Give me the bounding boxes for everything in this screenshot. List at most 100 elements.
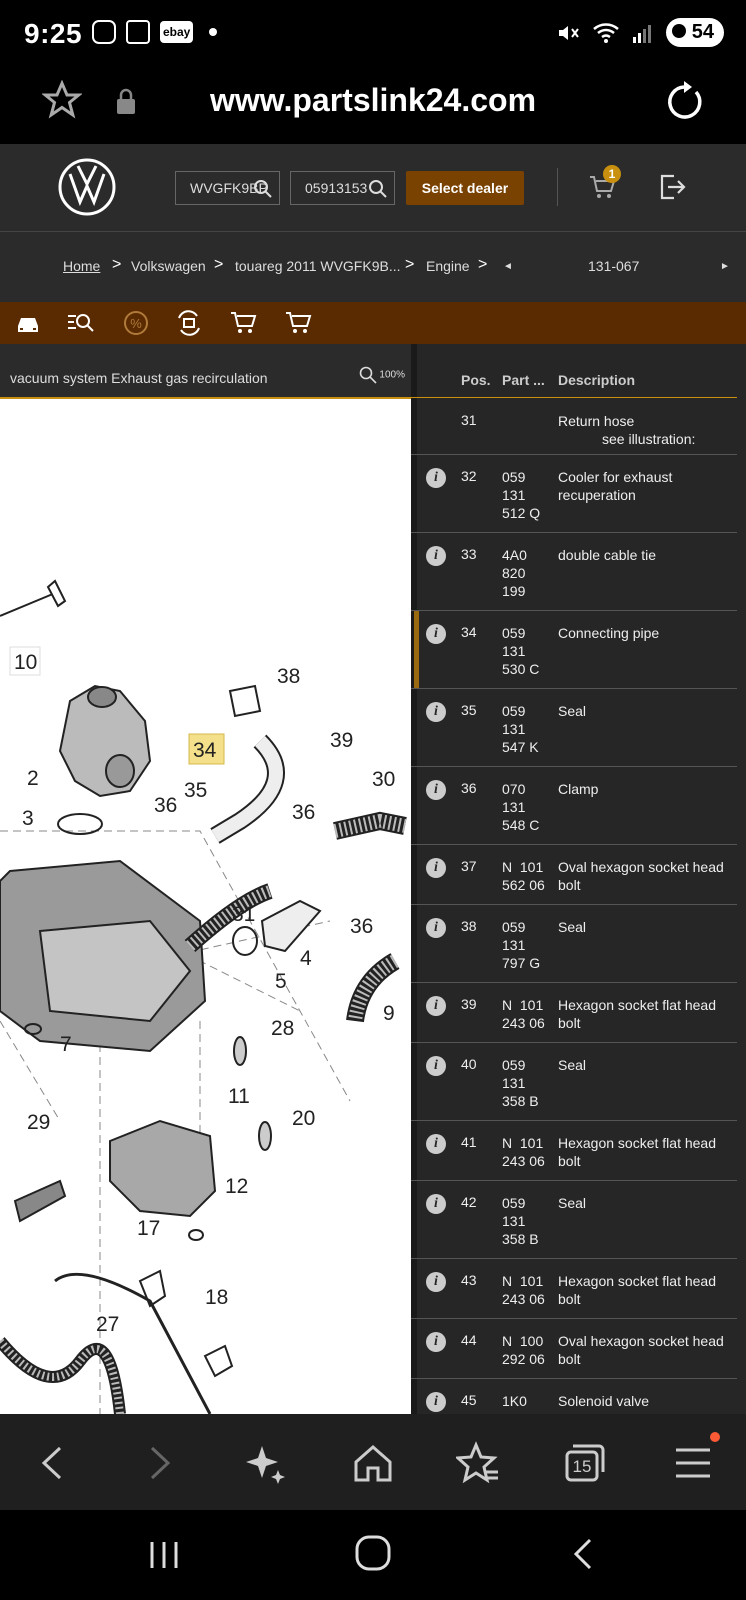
info-icon[interactable]: i <box>426 1332 446 1352</box>
callout-label[interactable]: 36 <box>292 801 315 824</box>
callout-label[interactable]: 36 <box>154 794 177 817</box>
bookmarks-icon[interactable] <box>456 1440 502 1486</box>
info-icon[interactable]: i <box>426 624 446 644</box>
column-part[interactable]: Part ... <box>502 372 545 388</box>
next-group-arrow-icon[interactable]: ► <box>720 261 730 272</box>
menu-icon[interactable] <box>670 1440 716 1486</box>
callout-label[interactable]: 17 <box>137 1217 160 1240</box>
parts-exchange-icon[interactable] <box>175 310 203 336</box>
callout-label[interactable]: 39 <box>330 729 353 752</box>
zoom-control[interactable]: 100% <box>359 366 405 384</box>
callout-label[interactable]: 27 <box>96 1313 119 1336</box>
row-part-number[interactable]: N 101 243 06 <box>502 1135 545 1169</box>
breadcrumb-volkswagen[interactable]: Volkswagen <box>131 258 206 274</box>
row-part-number[interactable]: 059 131 358 B <box>502 1195 539 1247</box>
vw-logo-icon[interactable] <box>58 158 116 216</box>
info-icon[interactable]: i <box>426 468 446 488</box>
search-icon[interactable] <box>253 179 273 199</box>
callout-label[interactable]: 18 <box>205 1286 228 1309</box>
callout-label[interactable]: 34 <box>193 739 217 762</box>
column-pos[interactable]: Pos. <box>461 372 491 388</box>
logout-icon[interactable] <box>658 172 686 202</box>
callout-label[interactable]: 20 <box>292 1107 315 1130</box>
car-icon[interactable] <box>14 310 42 336</box>
info-icon[interactable]: i <box>426 918 446 938</box>
info-icon[interactable]: i <box>426 1134 446 1154</box>
row-part-number[interactable]: N 101 562 06 <box>502 859 545 893</box>
row-part-number[interactable]: 1K0 <box>502 1393 527 1409</box>
row-part-number[interactable]: N 100 292 06 <box>502 1333 545 1367</box>
info-icon[interactable]: i <box>426 546 446 566</box>
callout-label[interactable]: 28 <box>271 1017 294 1040</box>
percent-icon[interactable]: % <box>122 310 150 336</box>
system-back-icon[interactable] <box>568 1536 598 1572</box>
row-part-number[interactable]: 059 131 797 G <box>502 919 541 971</box>
callout-label[interactable]: 35 <box>184 779 207 802</box>
url-text[interactable]: www.partslink24.com <box>209 82 537 118</box>
row-description-note[interactable]: see illustration: <box>602 431 696 447</box>
callout-label[interactable]: 7 <box>60 1033 72 1056</box>
callout-label[interactable]: 4 <box>300 947 312 970</box>
select-dealer-button[interactable]: Select dealer <box>406 171 524 205</box>
breadcrumb-engine[interactable]: Engine <box>426 258 470 274</box>
callout-label[interactable]: 10 <box>14 651 37 674</box>
search-list-icon[interactable] <box>66 310 94 336</box>
sparkle-icon[interactable] <box>242 1440 288 1486</box>
row-part-number[interactable]: N 101 243 06 <box>502 997 545 1031</box>
row-part-number[interactable]: 059 131 530 C <box>502 625 540 677</box>
breadcrumb-model[interactable]: touareg 2011 WVGFK9B... <box>235 258 401 274</box>
system-home-icon[interactable] <box>354 1534 392 1572</box>
lock-icon[interactable] <box>114 88 138 116</box>
row-part-number[interactable]: N 101 243 06 <box>502 1273 545 1307</box>
info-icon[interactable]: i <box>426 1056 446 1076</box>
forward-icon[interactable] <box>136 1440 182 1486</box>
callout-label[interactable]: 31 <box>232 903 255 926</box>
parts-diagram[interactable]: 10 38 34 39 2 36 35 30 3 36 31 36 4 5 9 … <box>0 401 411 1414</box>
info-icon[interactable]: i <box>426 1194 446 1214</box>
cart-add-icon[interactable] <box>230 310 258 336</box>
info-icon[interactable]: i <box>426 780 446 800</box>
row-part-number[interactable]: 4A0 820 199 <box>502 547 527 599</box>
cart-icon[interactable] <box>285 310 313 336</box>
callout-label[interactable]: 2 <box>27 767 39 790</box>
row-part-number[interactable]: 059 131 512 Q <box>502 469 541 521</box>
search-icon[interactable] <box>368 179 388 199</box>
callout-label[interactable]: 9 <box>383 1002 395 1025</box>
info-icon[interactable]: i <box>426 996 446 1016</box>
callout-label[interactable]: 11 <box>228 1085 250 1108</box>
callout-label[interactable]: 3 <box>22 807 34 830</box>
callout-label[interactable]: 29 <box>27 1111 50 1134</box>
breadcrumb-home[interactable]: Home <box>63 258 101 274</box>
recents-icon[interactable] <box>146 1538 182 1572</box>
row-part-number[interactable]: 059 131 358 B <box>502 1057 539 1109</box>
callout-label[interactable]: 5 <box>275 970 287 993</box>
info-icon[interactable]: i <box>426 702 446 722</box>
vin-search-input[interactable]: WVGFK9BP <box>175 171 280 205</box>
callout-label[interactable]: 38 <box>277 665 300 688</box>
callout-label[interactable]: 30 <box>372 768 395 791</box>
bookmark-star-icon[interactable] <box>42 80 82 120</box>
row-part-number[interactable]: 070 131 548 C <box>502 781 540 833</box>
tabs-button[interactable]: 15 <box>562 1440 608 1486</box>
prev-group-arrow-icon[interactable]: ◄ <box>503 261 513 272</box>
column-description[interactable]: Description <box>558 372 636 388</box>
info-icon[interactable]: i <box>426 1272 446 1292</box>
reload-icon[interactable] <box>662 80 706 124</box>
zoom-icon[interactable] <box>359 366 377 384</box>
callout-label[interactable]: 12 <box>225 1175 248 1198</box>
info-icon[interactable]: i <box>426 858 446 878</box>
